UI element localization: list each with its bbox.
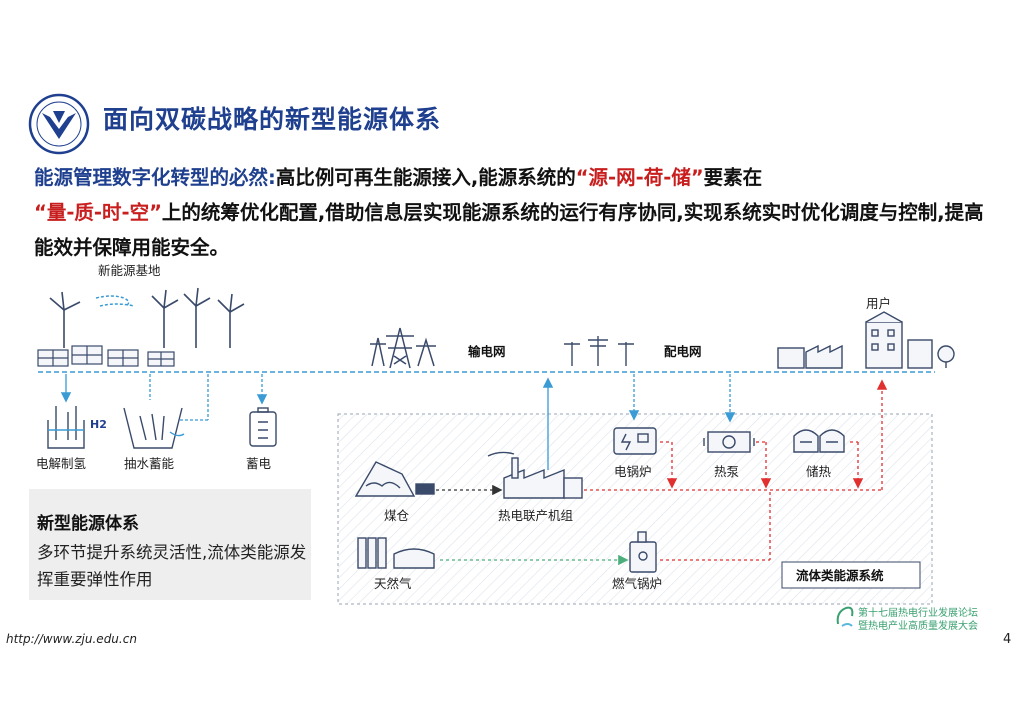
natural-gas-icon: [357, 537, 435, 569]
fluid-system-label: 流体类能源系统: [796, 568, 884, 583]
university-logo: [28, 93, 90, 155]
heat-storage-icon: [793, 429, 845, 453]
para-text-3: 上的统筹优化配置,借助信息层实现能源系统的运行有序协同,实现系统实时优化调度与控…: [34, 201, 984, 259]
new-energy-system-box: 新型能源体系 多环节提升系统灵活性,流体类能源发挥重要弹性作用: [29, 489, 311, 600]
page-title: 面向双碳战略的新型能源体系: [103, 105, 442, 134]
gas-boiler-label: 燃气锅炉: [612, 576, 662, 591]
conference-line-2: 暨热电产业高质量发展大会: [858, 621, 978, 632]
gas-boiler-icon: [629, 531, 657, 573]
electric-boiler-label: 电锅炉: [614, 464, 652, 479]
para-text-2: 要素在: [703, 166, 763, 189]
heat-storage-label: 储热: [806, 464, 832, 479]
sidebox-title: 新型能源体系: [37, 514, 139, 534]
fluid-system-label-box: [781, 561, 921, 589]
h2-label: H2: [90, 418, 107, 431]
para-text-1: 高比例可再生能源接入,能源系统的: [275, 166, 576, 189]
electrolysis-icon: [47, 406, 85, 449]
para-highlight-2: “量-质-时-空”: [34, 201, 162, 224]
transmission-label: 输电网: [468, 344, 506, 359]
coal-storage-label: 煤仓: [384, 508, 410, 523]
conference-logo: 第十七届热电行业发展论坛 暨热电产业高质量发展大会: [834, 604, 994, 632]
wind-turbine-icon: [49, 287, 245, 348]
coal-storage-icon: [354, 461, 435, 497]
heat-pump-label: 热泵: [714, 464, 739, 479]
electrolysis-label: 电解制氢: [36, 456, 87, 471]
page-number: 4: [1003, 632, 1012, 647]
user-label: 用户: [866, 296, 891, 311]
new-energy-base-label: 新能源基地: [98, 263, 161, 278]
conference-line-1: 第十七届热电行业发展论坛: [858, 608, 978, 619]
sidebox-text: 多环节提升系统灵活性,流体类能源发挥重要弹性作用: [37, 543, 307, 589]
natural-gas-label: 天然气: [374, 576, 412, 591]
user-buildings-icon: [777, 311, 955, 369]
distribution-pole-icon: [564, 336, 634, 366]
footer-url[interactable]: http://www.zju.edu.cn: [6, 632, 137, 646]
distribution-label: 配电网: [664, 344, 702, 359]
intro-paragraph: 能源管理数字化转型的必然:高比例可再生能源接入,能源系统的“源-网-荷-储”要素…: [34, 160, 994, 265]
wind-gust-icon: [95, 295, 135, 307]
chp-label: 热电联产机组: [498, 508, 573, 523]
pumped-storage-icon: [123, 407, 185, 449]
electric-boiler-icon: [613, 427, 657, 455]
para-prefix: 能源管理数字化转型的必然:: [34, 166, 276, 189]
pumped-storage-label: 抽水蓄能: [124, 456, 175, 471]
para-highlight-1: “源-网-荷-储”: [575, 166, 704, 189]
heat-pump-icon: [703, 431, 755, 453]
conference-emblem-icon: [836, 606, 854, 627]
chp-plant-icon: [487, 451, 583, 499]
battery-label: 蓄电: [246, 456, 272, 471]
solar-panel-icon: [37, 345, 175, 367]
transmission-tower-icon: [370, 327, 436, 369]
battery-icon: [249, 407, 277, 447]
